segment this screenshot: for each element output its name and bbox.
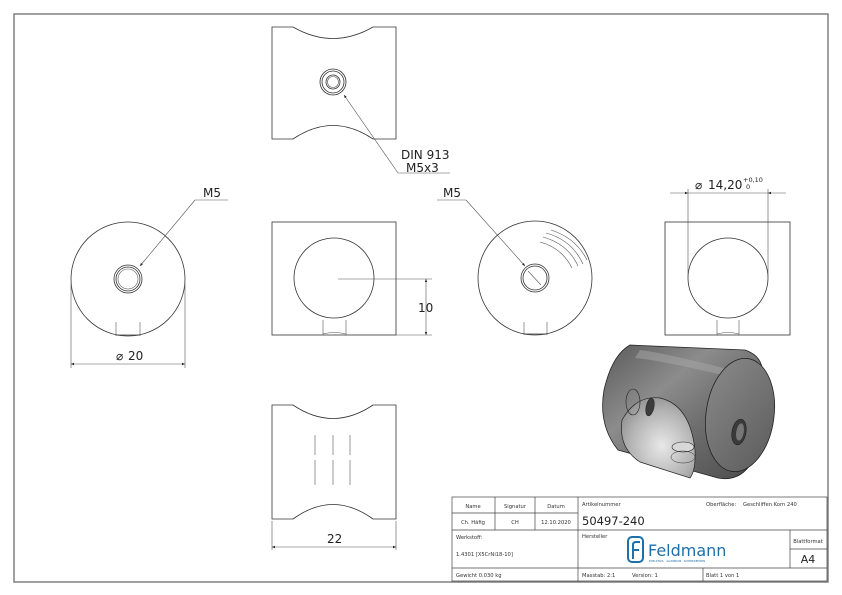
value-name: Ch. Häfig [461, 520, 485, 526]
header-date: Datum [547, 504, 565, 510]
dia1420-value: 14,20 [708, 178, 742, 192]
m5x3-callout: M5x3 [406, 161, 439, 175]
header-signature: Signatur [504, 504, 527, 510]
tolerance-lower: 0 [746, 183, 750, 191]
sheet-number: Blatt 1 von 1 [706, 573, 739, 579]
article-label: Artikelnummer [582, 502, 621, 508]
tolerance-upper: +0,10 [743, 176, 763, 184]
logo-tagline: EDELSTAHL · ALUMINIUM · SCHMIEDEEISEN [649, 559, 705, 563]
version: Version: 1 [632, 573, 658, 579]
article-number: 50497-240 [582, 514, 645, 528]
length-22-dim: 22 [327, 532, 342, 546]
header-name: Name [465, 504, 480, 510]
sheet-format-value: A4 [801, 553, 816, 566]
scale: Masstab: 2:1 [582, 573, 615, 579]
din913-callout: DIN 913 [401, 148, 449, 162]
dia20-value: 20 [128, 349, 143, 363]
value-date: 12.10.2020 [541, 520, 571, 526]
surface-label: Oberfläche: [706, 502, 736, 508]
dia1420-symbol: ⌀ [695, 178, 702, 192]
top-view: DIN 913 M5x3 [271, 26, 450, 175]
dia20-symbol: ⌀ [116, 349, 123, 363]
side-view: ⌀ 14,20 +0,10 0 [664, 176, 791, 336]
right-m5-label: M5 [443, 186, 461, 200]
left-m5-label: M5 [203, 186, 221, 200]
value-signature: CH [511, 520, 519, 526]
sheet-format-label: Blattformat [793, 539, 823, 545]
logo-text: Feldmann [648, 541, 726, 560]
material-value: 1.4301 [X5CrNi18-10] [456, 552, 513, 558]
right-end-view: M5 [437, 186, 593, 336]
sheet-border [13, 13, 829, 583]
isometric-3d-view [602, 344, 775, 480]
feldmann-logo: Feldmann EDELSTAHL · ALUMINIUM · SCHMIED… [627, 536, 726, 563]
title-block: Name Signatur Datum Ch. Häfig CH 12.10.2… [451, 496, 828, 582]
manufacturer-label: Hersteller [582, 534, 608, 540]
height-10-dim: 10 [418, 301, 433, 315]
left-end-view: M5 ⌀ 20 [70, 186, 228, 368]
front-view: 10 [271, 221, 433, 336]
material-label: Werkstoff: [456, 535, 483, 541]
surface-value: Geschliffen Korn 240 [743, 502, 797, 508]
weight: Gewicht 0.030 kg [456, 573, 502, 579]
bottom-view: 22 [271, 404, 397, 550]
